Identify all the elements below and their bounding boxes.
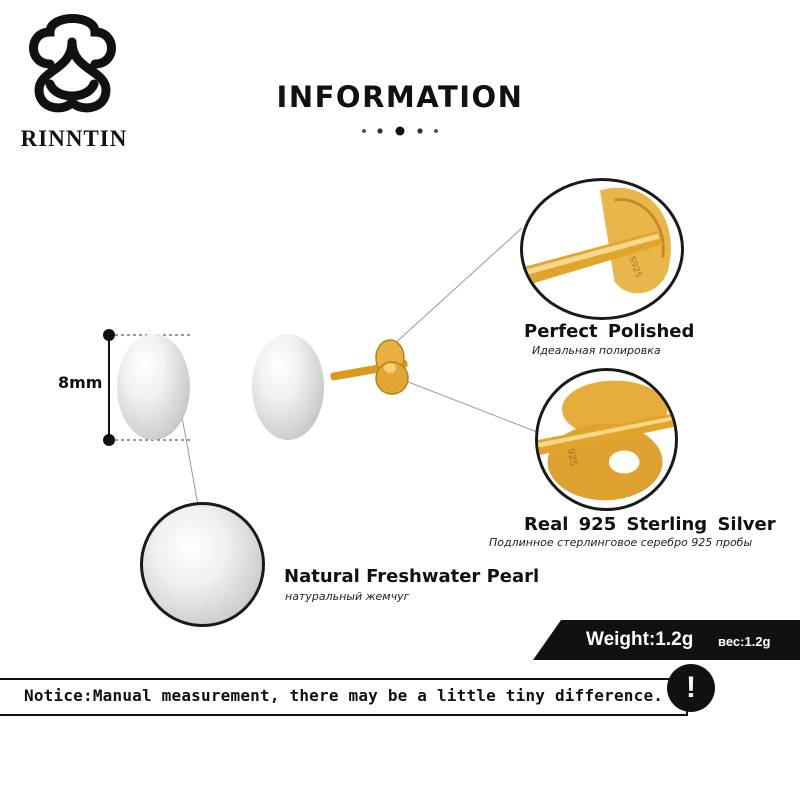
knot-logo-icon <box>29 14 116 113</box>
feature-pearl-subtitle: натуральный жемчуг <box>285 590 410 603</box>
zoom-sterling-back: S925 <box>535 368 678 511</box>
weight-banner <box>533 620 800 660</box>
size-label: 8mm <box>58 373 103 392</box>
feature-silver-title: Real 925 Sterling Silver <box>524 514 776 535</box>
zoom-polished-post: S925 <box>520 178 684 320</box>
weight-label: Weight:1.2g <box>586 629 694 650</box>
page-title: INFORMATION <box>276 80 524 114</box>
feature-silver-subtitle: Подлинное стерлинговое серебро 925 пробы <box>489 536 753 549</box>
zoom-pearl <box>140 502 265 627</box>
feature-polished-subtitle: Идеальная полировка <box>532 344 661 357</box>
feature-polished-title: Perfect Polished <box>524 321 695 342</box>
title-dots <box>362 126 438 136</box>
feature-pearl-title: Natural Freshwater Pearl <box>284 566 540 587</box>
pearl-side-view <box>252 334 324 440</box>
notice-text: Notice:Manual measurement, there may be … <box>24 686 664 705</box>
exclamation-icon: ! <box>667 664 715 712</box>
weight-label-ru: вес:1.2g <box>718 634 771 649</box>
pearl-front-view <box>117 334 190 440</box>
brand-logo <box>20 12 125 120</box>
earring-post-and-back <box>330 339 409 395</box>
brand-name: RINNTIN <box>20 126 128 151</box>
